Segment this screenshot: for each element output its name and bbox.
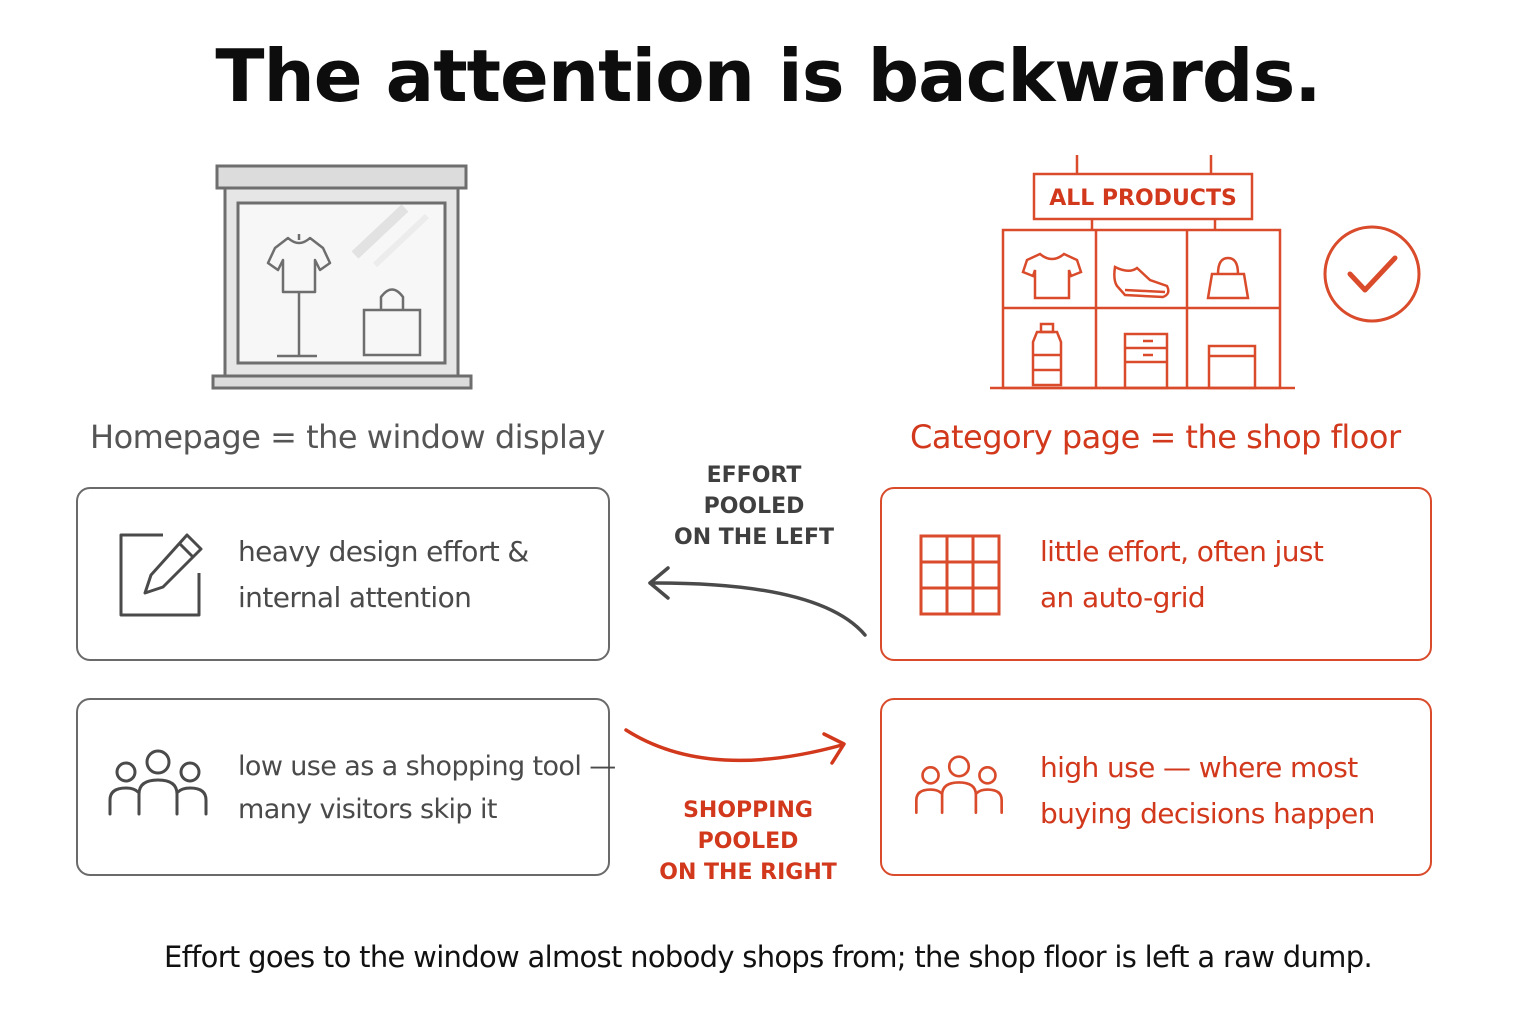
homepage-effort-text: heavy design effort & internal attention [238,535,529,614]
shopping-flow-label: SHOPPING POOLED ON THE RIGHT [659,798,837,885]
window-display-illustration [211,164,473,390]
people-icon [915,755,1004,814]
homepage-use-card: low use as a shopping tool — many visito… [76,698,616,876]
bottle-icon [1031,322,1063,387]
category-effort-card: little effort, often just an auto-grid [880,487,1432,661]
homepage-heading: Homepage = the window display [90,418,605,456]
category-page-heading: Category page = the shop floor [910,418,1401,456]
handbag-icon [1206,256,1250,300]
effort-flow-label: EFFORT POOLED ON THE LEFT [674,463,834,550]
all-products-sign: ALL PRODUCTS [1049,186,1237,211]
check-circle-icon [1323,225,1421,323]
category-use-text: high use — where most buying decisions h… [1040,751,1375,830]
footer-caption: Effort goes to the window almost nobody … [164,940,1373,974]
box-icon [1207,344,1257,390]
shopping-bag-icon [362,288,422,357]
category-effort-text: little effort, often just an auto-grid [1040,535,1324,614]
homepage-use-text: low use as a shopping tool — many visito… [238,751,616,825]
grid-icon [919,534,1001,616]
page-title: The attention is backwards. [215,34,1321,118]
mannequin-icon [266,234,332,358]
homepage-effort-card: heavy design effort & internal attention [76,487,610,661]
shop-floor-illustration: ALL PRODUCTS [990,155,1295,390]
edit-icon [119,533,203,617]
sneaker-icon [1113,265,1170,299]
category-use-card: high use — where most buying decisions h… [880,698,1432,876]
effort-flow-arrow [648,566,867,637]
shopping-flow-arrow [624,728,846,765]
tshirt-icon [1021,252,1083,300]
drawers-icon [1123,332,1169,390]
people-icon [108,749,208,816]
